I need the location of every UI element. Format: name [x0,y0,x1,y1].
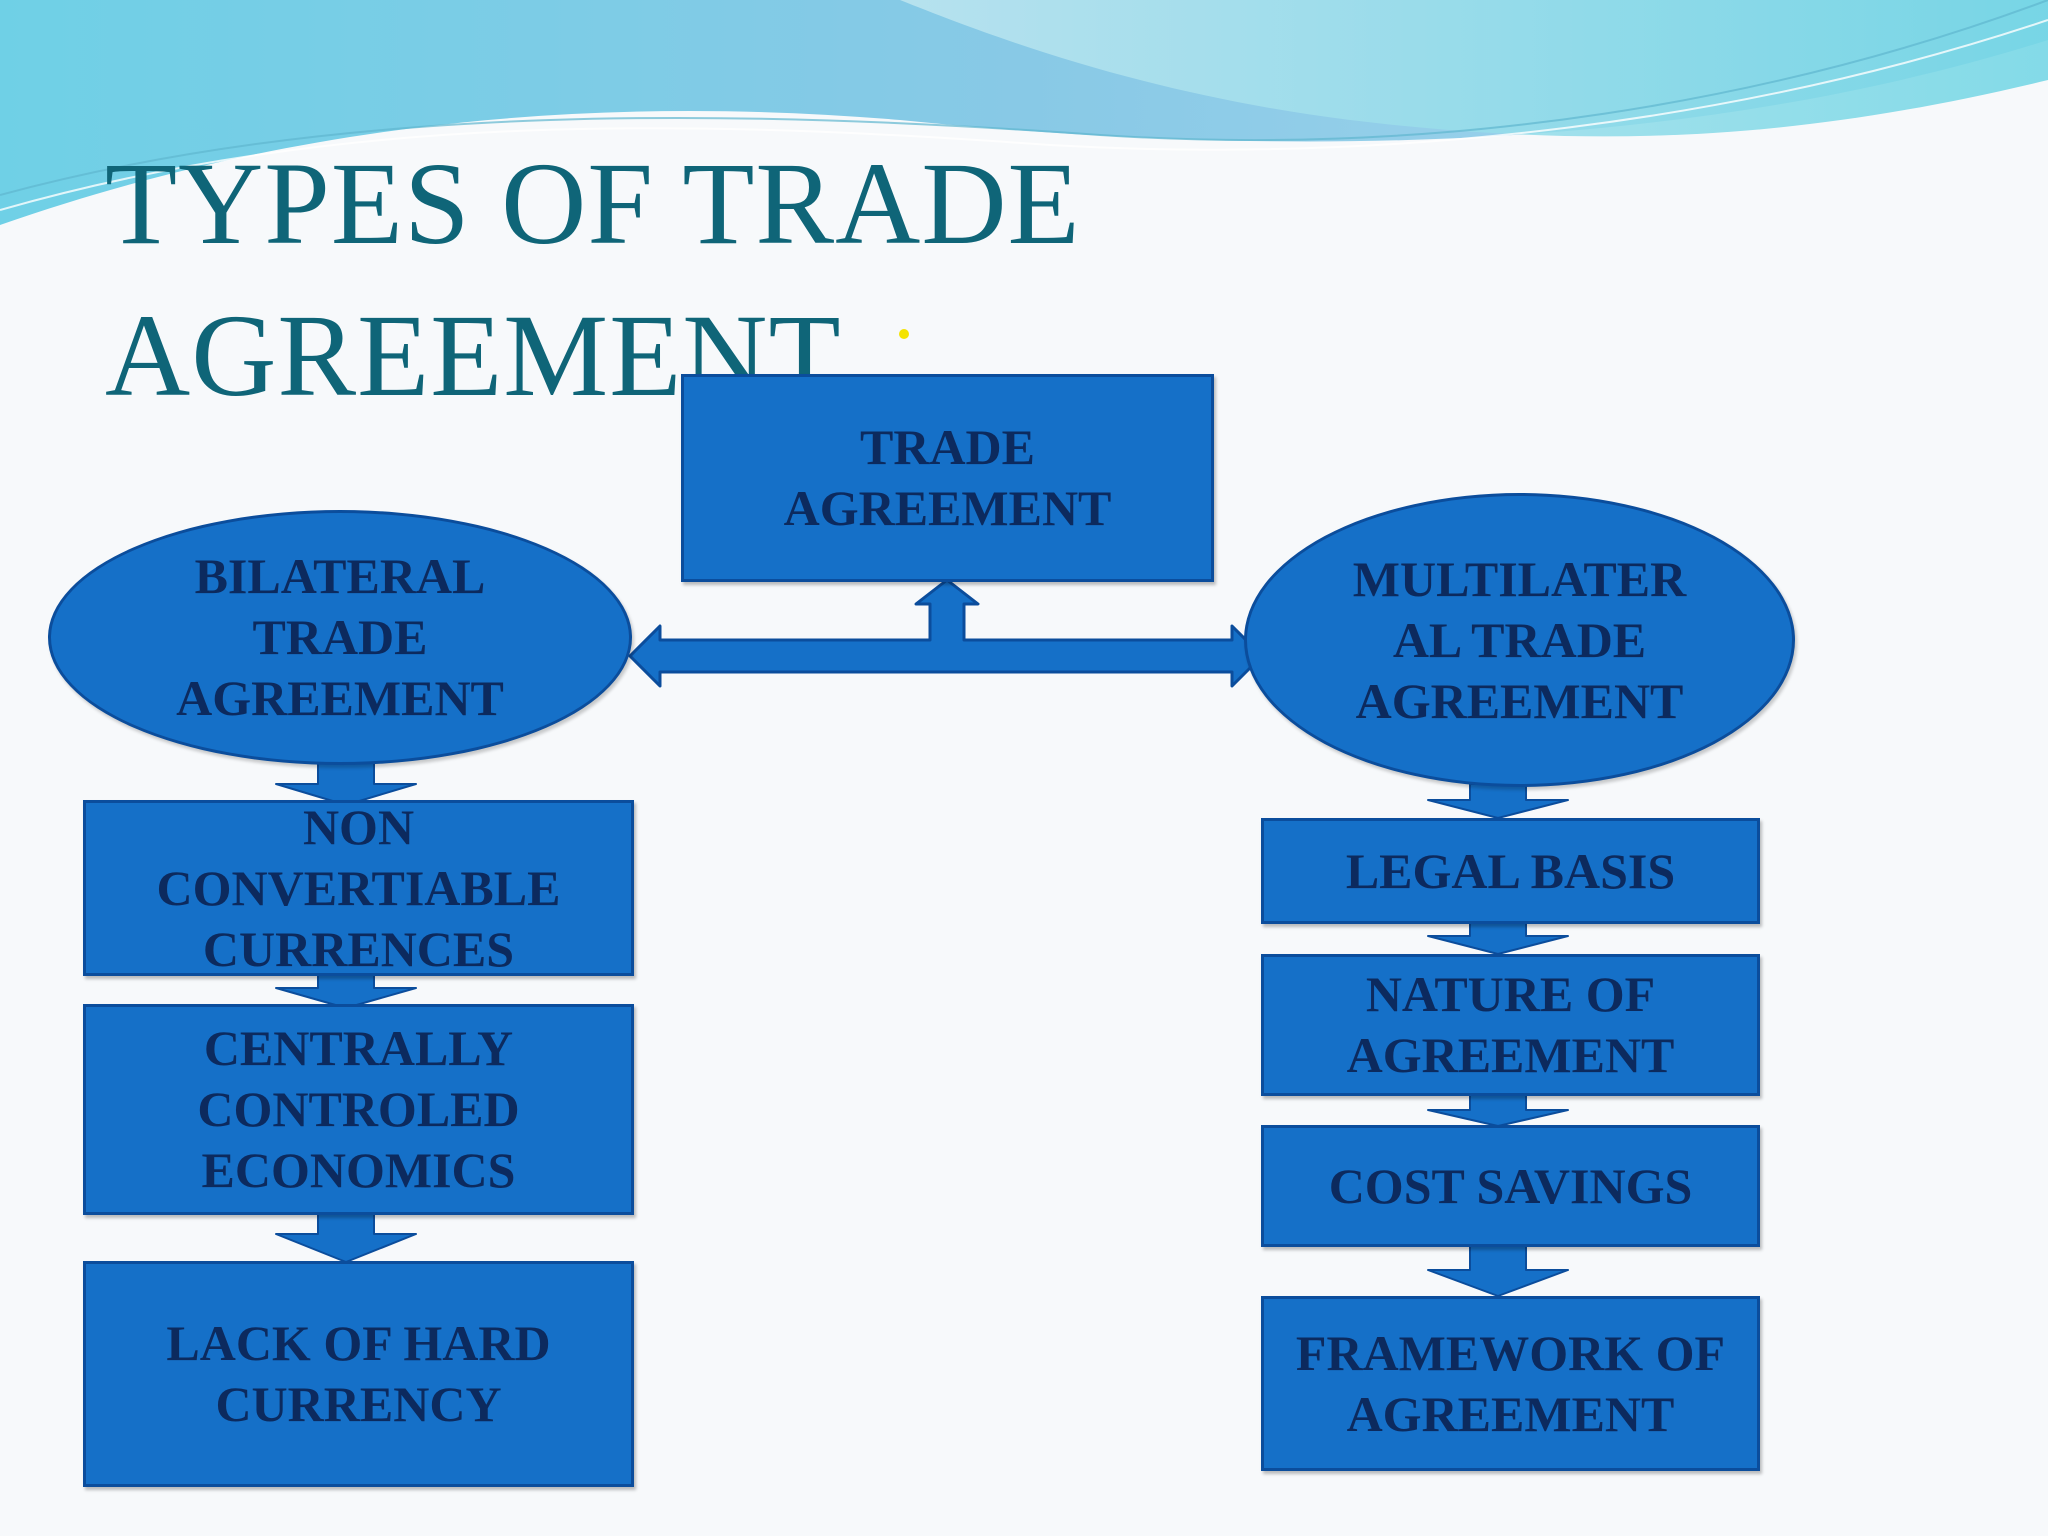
node-multilateral-trade-agreement: MULTILATER AL TRADE AGREEMENT [1244,493,1795,787]
node-left-item-2-label: CENTRALLY CONTROLED ECONOMICS [197,1020,520,1198]
node-right-item-4-label: FRAMEWORK OF AGREEMENT [1295,1324,1726,1442]
arrow-down-right-2 [1427,921,1569,955]
connector-bus-arrow [628,578,1264,688]
node-lack-of-hard-currency: LACK OF HARD CURRENCY [83,1261,634,1487]
node-trade-agreement-label: TRADE AGREEMENT [783,419,1112,536]
node-non-convertiable-currences: NON CONVERTIABLE CURRENCES [83,799,634,977]
node-cost-savings: COST SAVINGS [1261,1125,1760,1247]
node-right-item-3-label: COST SAVINGS [1328,1157,1693,1214]
node-bilateral-trade-agreement: BILATERAL TRADE AGREEMENT [48,510,632,765]
arrow-down-right-3 [1427,1093,1569,1127]
slide-title-line-1: TYPES OF TRADE [105,138,1081,269]
node-bilateral-label: BILATERAL TRADE AGREEMENT [176,548,504,726]
node-multilateral-label: MULTILATER AL TRADE AGREEMENT [1352,550,1687,729]
node-centrally-controled-economics: CENTRALLY CONTROLED ECONOMICS [83,1004,634,1215]
arrow-down-right-4 [1427,1245,1569,1297]
node-nature-of-agreement: NATURE OF AGREEMENT [1261,954,1760,1096]
node-framework-of-agreement: FRAMEWORK OF AGREEMENT [1261,1296,1760,1471]
wave-header-decoration [0,0,2048,225]
arrow-down-right-1 [1427,783,1569,819]
node-legal-basis: LEGAL BASIS [1261,818,1760,924]
yellow-dot-mark [899,329,909,339]
arrow-down-left-3 [275,1211,417,1263]
node-left-item-1-label: NON CONVERTIABLE CURRENCES [156,798,561,977]
node-right-item-2-label: NATURE OF AGREEMENT [1346,966,1675,1083]
node-trade-agreement: TRADE AGREEMENT [681,374,1214,582]
node-left-item-3-label: LACK OF HARD CURRENCY [166,1315,551,1432]
node-right-item-1-label: LEGAL BASIS [1345,842,1676,899]
